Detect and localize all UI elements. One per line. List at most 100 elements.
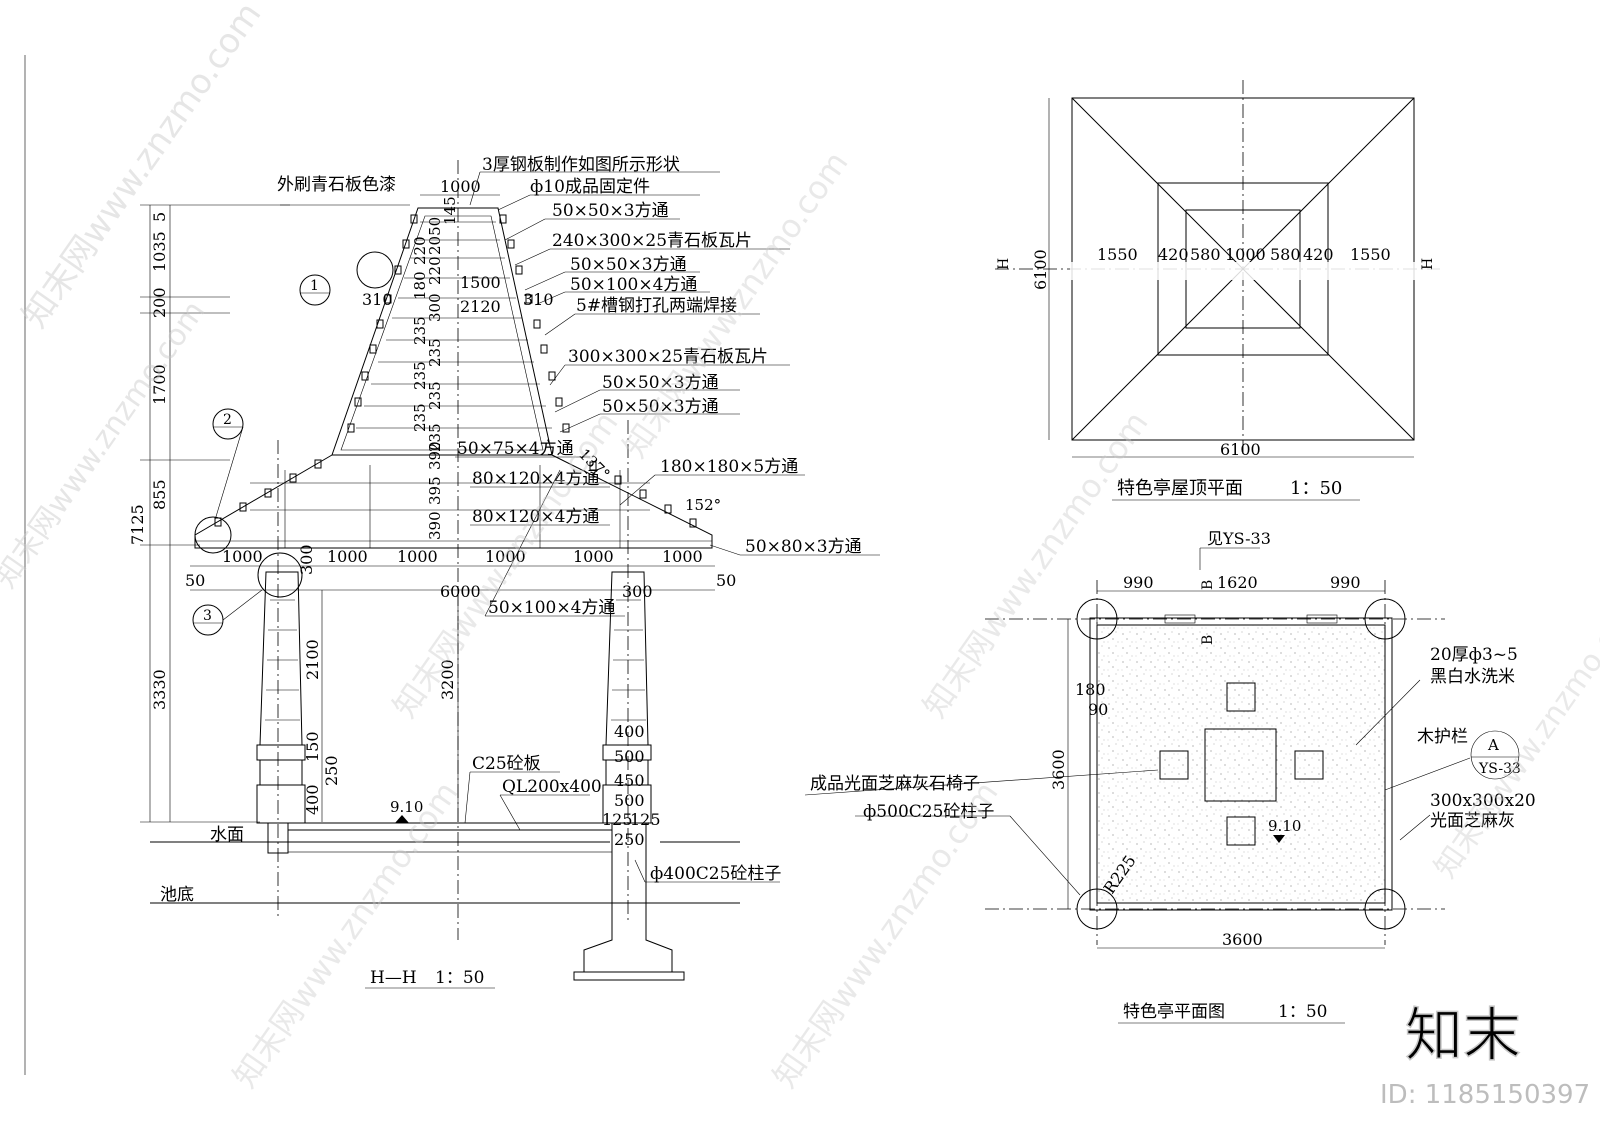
note-tube8: 180×180×5方通 — [660, 457, 798, 477]
floor-level: 9.10 — [1268, 817, 1301, 835]
floor-notes: 20厚ф3~5 黑白水洗米 木护栏 A YS-33 成品光面芝麻灰石椅子 ф50… — [810, 645, 1536, 831]
svg-text:145: 145 — [441, 196, 459, 225]
level-marker — [395, 815, 409, 823]
eave-tiles — [214, 459, 697, 528]
roof-cut-right: H — [1420, 258, 1436, 270]
note-tube1: 50×50×3方通 — [552, 201, 669, 221]
dim-310-right: 310 — [523, 290, 554, 309]
svg-text:300: 300 — [622, 582, 653, 601]
slab-beam — [287, 829, 613, 853]
floor-scale: 1：50 — [1278, 1002, 1327, 1022]
detail-marker-1 — [299, 274, 331, 306]
note-tube11: 50×100×4方通 — [488, 598, 615, 618]
dim-855: 855 — [150, 479, 169, 510]
left-dim-lines — [140, 204, 290, 823]
marker-3: 3 — [203, 608, 212, 624]
dim-5: 5 — [150, 212, 169, 222]
dim-1700: 1700 — [150, 364, 169, 405]
svg-text:420: 420 — [1158, 245, 1189, 264]
floor-title: 特色亭平面图 — [1123, 1002, 1225, 1022]
svg-text:1000: 1000 — [1225, 245, 1266, 264]
floor-dim-3600-side: 3600 — [1049, 749, 1068, 790]
svg-text:390: 390 — [426, 511, 444, 540]
column-se — [1364, 888, 1406, 930]
svg-text:知末网www.znzmo.com: 知末网www.znzmo.com — [765, 774, 1005, 1094]
logo: 知末 — [1405, 1001, 1521, 1069]
svg-text:2100: 2100 — [303, 639, 322, 680]
right-column — [573, 571, 685, 981]
svg-text:250: 250 — [322, 755, 341, 786]
dim-1035: 1035 — [150, 231, 169, 272]
section-title: H—H — [370, 968, 417, 988]
svg-text:235: 235 — [426, 423, 444, 452]
svg-text:990: 990 — [1330, 573, 1361, 592]
column-ne — [1364, 598, 1406, 640]
roof-side-dim: 6100 — [1031, 249, 1050, 290]
svg-text:知末网www.znzmo.com: 知末网www.znzmo.com — [225, 774, 465, 1094]
note-finish1: 20厚ф3~5 — [1430, 645, 1518, 665]
svg-text:知末网www.znzmo.com: 知末网www.znzmo.com — [0, 295, 212, 595]
svg-text:500: 500 — [614, 747, 645, 766]
note-col-floor: ф500C25砼柱子 — [863, 802, 994, 822]
section-hh: 5 1035 200 1700 7125 855 3330 1000 145 2… — [128, 155, 880, 989]
note-water: 水面 — [210, 825, 244, 845]
svg-text:1000: 1000 — [397, 547, 438, 566]
svg-text:450: 450 — [614, 771, 645, 790]
svg-text:390: 390 — [426, 441, 444, 470]
svg-text:990: 990 — [1123, 573, 1154, 592]
floor-dim-90: 90 — [1088, 700, 1108, 719]
note-tube2: 50×50×3方通 — [570, 255, 687, 275]
floor-level-marker — [1273, 835, 1285, 843]
note-tube4: 50×50×3方通 — [602, 373, 719, 393]
floor-dim-180: 180 — [1075, 680, 1106, 699]
svg-text:50: 50 — [185, 571, 205, 590]
svg-text:250: 250 — [614, 830, 645, 849]
note-tube6: 50×75×4方通 — [457, 439, 574, 459]
svg-text:1000: 1000 — [573, 547, 614, 566]
note-finish2: 黑白水洗米 — [1430, 667, 1515, 687]
stone-seat-s — [1226, 816, 1256, 846]
dim-310-left: 310 — [362, 290, 393, 309]
svg-text:1550: 1550 — [1350, 245, 1391, 264]
roof-dims: 1550 420 580 1000 580 420 1550 — [1097, 245, 1391, 264]
svg-text:125: 125 — [630, 810, 661, 829]
note-seat: 成品光面芝麻灰石椅子 — [810, 774, 980, 794]
svg-text:220: 220 — [411, 236, 429, 265]
marker-2: 2 — [223, 412, 232, 428]
svg-text:500: 500 — [614, 791, 645, 810]
left-eave — [194, 454, 333, 549]
note-tube3: 50×100×4方通 — [570, 275, 697, 295]
svg-text:1000: 1000 — [662, 547, 703, 566]
callout-a: A — [1487, 736, 1499, 754]
leader-lines — [160, 171, 880, 904]
angle-152: 152° — [685, 496, 721, 514]
marker-1: 1 — [310, 278, 319, 294]
note-col: ф400C25砼柱子 — [650, 864, 781, 884]
note-tube9: 80×120×4方通 — [472, 507, 599, 527]
svg-text:1000: 1000 — [485, 547, 526, 566]
note-rail: 木护栏 — [1417, 727, 1468, 747]
slab — [287, 822, 613, 831]
note-tube10: 50×80×3方通 — [745, 537, 862, 557]
note-tile1: 240×300×25青石板瓦片 — [552, 231, 752, 251]
dim-7125: 7125 — [128, 504, 147, 545]
dim-2120: 2120 — [460, 297, 501, 316]
detail-circle-2 — [194, 516, 232, 554]
svg-text:1620: 1620 — [1217, 573, 1258, 592]
svg-text:220: 220 — [426, 256, 444, 285]
svg-text:3200: 3200 — [438, 659, 457, 700]
roof-title: 特色亭屋顶平面 — [1117, 478, 1243, 499]
roof-bottom-dim: 6100 — [1220, 440, 1261, 459]
svg-text:235: 235 — [411, 316, 429, 345]
note-level: 9.10 — [390, 798, 423, 816]
note-beam: QL200x400 — [502, 777, 602, 797]
stone-table — [1204, 728, 1277, 802]
column-dims: 2100 150 250 400 3200 400 500 450 500 12… — [303, 639, 661, 849]
purlins — [356, 221, 552, 429]
floor-cut-bottom: B — [1200, 635, 1216, 645]
svg-text:300: 300 — [426, 293, 444, 322]
floor-top-dims: 990 1620 990 — [1123, 573, 1361, 592]
dim-3330: 3330 — [150, 669, 169, 710]
svg-text:580: 580 — [1190, 245, 1221, 264]
floor-leaders — [804, 679, 1520, 896]
